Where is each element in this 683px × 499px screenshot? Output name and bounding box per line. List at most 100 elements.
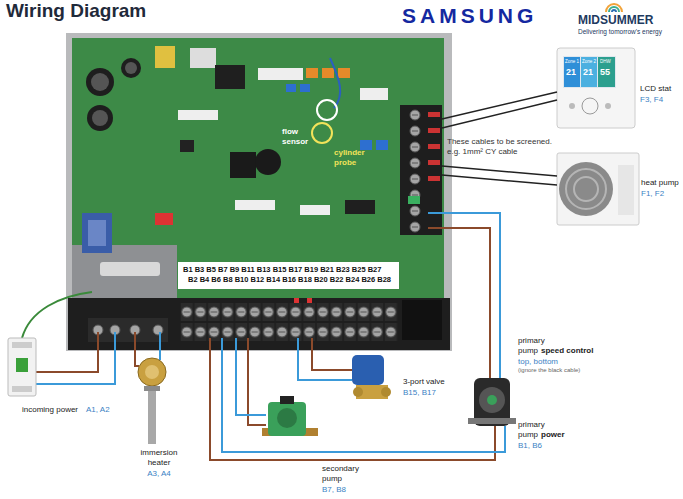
- controller-housing: [66, 33, 452, 351]
- device-name: immersion heater: [134, 448, 184, 467]
- controller-housing: [300, 205, 330, 215]
- controller-housing: [88, 318, 168, 342]
- terminal-names: B15, B17: [403, 388, 436, 398]
- device-function: speed control: [541, 346, 593, 356]
- brand-logo: MIDSUMMER: [578, 13, 653, 27]
- immersion-heater: [145, 365, 159, 379]
- heat-pump-unit: [559, 162, 613, 216]
- terminal-names: B1, B6: [518, 441, 542, 451]
- three-port-valve: [352, 355, 391, 399]
- heat-pump-unit: [574, 177, 598, 201]
- lcd-thermostat: [557, 48, 635, 128]
- terminal-numbers: B1 B3 B5 B7 B9 B11 B13 B15 B17 B19 B21 B…: [183, 265, 394, 275]
- signal-cables: [442, 100, 557, 128]
- screen-text: DHW: [600, 59, 611, 64]
- controller-housing: [180, 140, 194, 152]
- controller-housing: [408, 196, 420, 204]
- live-wires: [312, 338, 352, 370]
- controller-housing: [306, 68, 318, 78]
- brand-logo: SAMSUNG: [402, 3, 537, 28]
- terminal-numbers: B2 B4 B6 B8 B10 B12 B14 B16 B18 B20 B22 …: [183, 275, 394, 285]
- heat-pump-unit: [557, 153, 639, 225]
- controller-housing: [428, 128, 440, 133]
- heat-pump-unit: [618, 165, 634, 215]
- live-wires: [36, 332, 98, 372]
- neutral-wires: [36, 332, 115, 384]
- controller-housing: [178, 110, 218, 120]
- lcd-thermostat: [598, 57, 615, 87]
- controller-housing: [255, 149, 281, 175]
- controller-housing: [286, 84, 296, 92]
- neutral-wires: [236, 338, 266, 415]
- controller-housing: [82, 213, 112, 253]
- controller-housing: [402, 300, 442, 340]
- device-name: incoming power: [22, 405, 78, 415]
- sensor-callout: flow sensor: [282, 127, 312, 146]
- secondary-pump: [262, 396, 318, 436]
- primary-pump: [479, 387, 505, 413]
- screen-value: 55: [600, 67, 610, 78]
- brand-tagline: Delivering tomorrow's energy: [578, 28, 662, 36]
- controller-housing: [230, 152, 256, 178]
- controller-housing: [92, 110, 108, 126]
- primary-pump: [468, 418, 516, 424]
- live-wires: [428, 228, 490, 378]
- device-name: secondary pump: [322, 464, 366, 483]
- signal-cables: [442, 175, 557, 185]
- controller-housing: [190, 48, 216, 68]
- controller-housing: [322, 68, 334, 78]
- controller-housing: [258, 68, 303, 80]
- circuit-breaker: [12, 342, 32, 348]
- cable-note: These cables to be screened. e.g. 1mm² C…: [447, 137, 559, 156]
- controller-housing: [66, 33, 452, 351]
- neutral-wires: [428, 213, 500, 378]
- controller-housing: [345, 200, 375, 214]
- controller-housing: [428, 112, 440, 117]
- immersion-heater: [144, 386, 160, 391]
- midsummer-icon: [606, 4, 622, 12]
- live-wires: [210, 338, 495, 460]
- immersion-heater: [138, 358, 166, 444]
- controller-housing: [87, 105, 113, 131]
- controller-housing: [72, 38, 444, 300]
- screen-value: 21: [566, 67, 576, 78]
- lcd-thermostat: [563, 56, 616, 88]
- immersion-heater: [148, 386, 156, 444]
- immersion-heater: [138, 358, 166, 386]
- terminal-names: F1, F2: [641, 189, 664, 199]
- controller-housing: [338, 68, 350, 78]
- terminal-names: F3, F4: [640, 95, 663, 105]
- controller-housing: [307, 298, 312, 303]
- controller-housing: [180, 302, 398, 342]
- neutral-wires: [36, 213, 505, 452]
- terminal-names: A3, A4: [134, 469, 184, 479]
- controller-housing: [88, 220, 106, 246]
- device-name: 3-port valve: [403, 377, 445, 387]
- sensor-callouts: [317, 100, 337, 120]
- secondary-pump: [280, 396, 294, 404]
- primary-pump: [487, 395, 497, 405]
- controller-housing: [155, 46, 175, 68]
- controller-housing: [400, 105, 442, 235]
- controller-housing: [100, 262, 160, 276]
- screen-value: 21: [583, 67, 593, 78]
- circuit-breaker: [8, 338, 36, 396]
- screen-text: Zone 2: [582, 59, 596, 64]
- secondary-pump: [277, 408, 297, 428]
- three-port-valve: [381, 387, 391, 397]
- live-wires: [135, 332, 139, 366]
- live-wires: [36, 228, 495, 460]
- lcd-thermostat: [569, 103, 575, 109]
- sensor-callouts: [312, 123, 332, 143]
- heat-pump-unit: [557, 153, 639, 225]
- midsummer-icon: [606, 4, 622, 12]
- controller-housing: [215, 65, 245, 89]
- circuit-breaker: [8, 338, 36, 396]
- controller-housing: [121, 58, 141, 78]
- controller-housing: [428, 144, 440, 149]
- lcd-thermostat: [581, 57, 597, 87]
- controller-housing: [376, 140, 388, 150]
- controller-housing: [400, 105, 442, 235]
